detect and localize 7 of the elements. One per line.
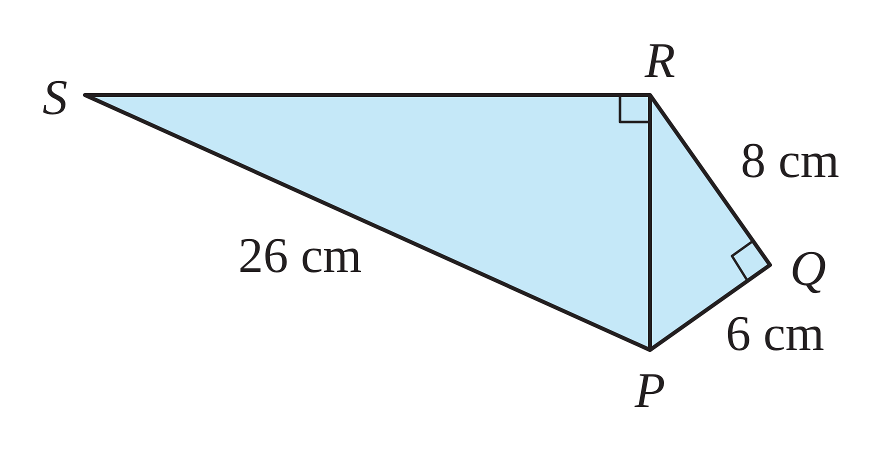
vertex-label: Q [790, 243, 826, 293]
length-label: 8 cm [740, 135, 840, 185]
vertex-label: P [634, 365, 666, 415]
vertex-label: S [42, 72, 68, 122]
vertex-label: R [644, 35, 676, 85]
length-label: 6 cm [726, 308, 824, 358]
length-label: 26 cm [238, 230, 362, 280]
